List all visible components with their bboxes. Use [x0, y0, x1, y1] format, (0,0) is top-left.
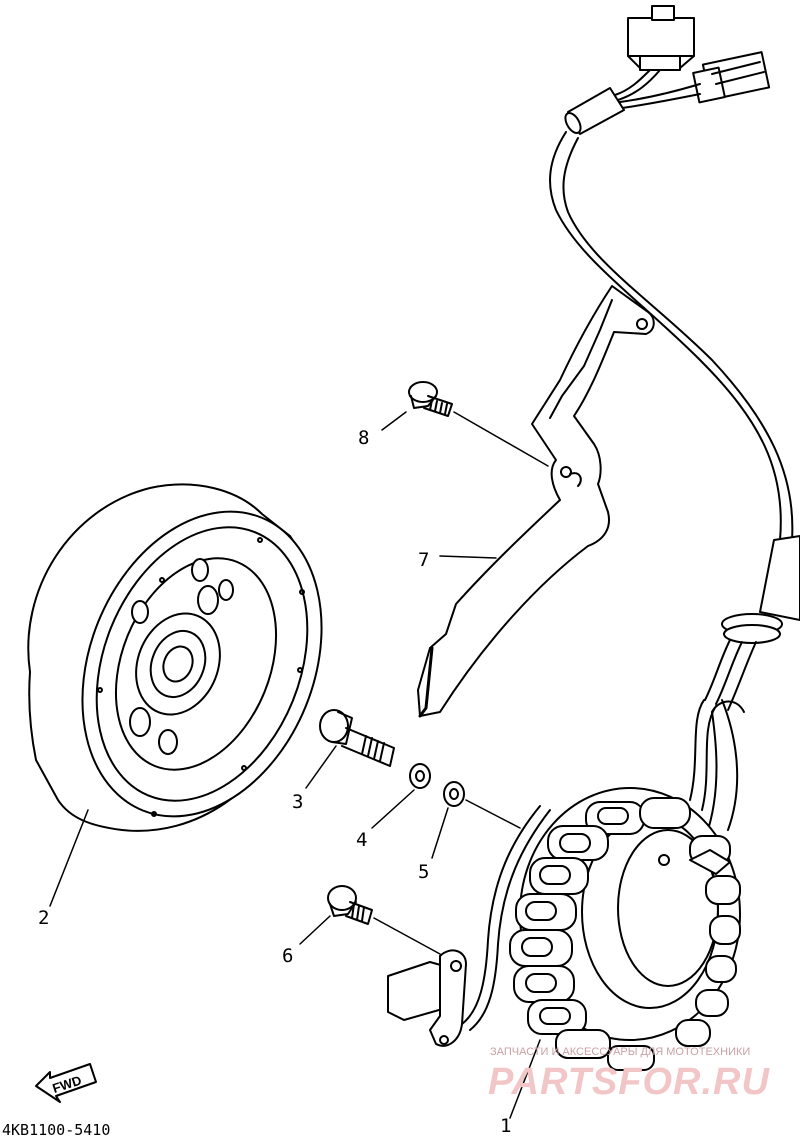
part-1-stator-assembly [387, 787, 741, 1119]
label-part-8: 8 [358, 427, 369, 449]
label-part-2: 2 [38, 907, 49, 929]
part-2-flywheel-rotor [27, 483, 323, 907]
fwd-arrow-icon [35, 1063, 97, 1103]
diagram-code: 4KB1100-5410 [2, 1121, 110, 1138]
part-4-washer [371, 763, 431, 829]
label-part-7: 7 [418, 549, 429, 571]
label-part-4: 4 [356, 829, 367, 851]
watermark: ЗАПЧАСТИ И АКСЕССУАРЫ ДЛЯ МОТОТЕХНИКИ PA… [488, 1046, 770, 1103]
coupler-lower [692, 51, 771, 104]
wire-harness [549, 5, 800, 837]
label-part-1: 1 [500, 1115, 511, 1137]
part-7-cable-guide [417, 285, 655, 718]
part-6-screw [299, 885, 441, 955]
label-part-5: 5 [418, 861, 429, 883]
part-number-labels: 1 2 3 4 5 6 7 8 [38, 427, 511, 1137]
part-8-screw [381, 381, 549, 467]
label-part-3: 3 [292, 791, 303, 813]
label-part-6: 6 [282, 945, 293, 967]
part-5-washer [431, 781, 521, 859]
coupler-top [627, 5, 695, 71]
watermark-tagline: ЗАПЧАСТИ И АКСЕССУАРЫ ДЛЯ МОТОТЕХНИКИ [490, 1046, 750, 1058]
watermark-brand-logo: PARTSFOR.RU [488, 1061, 770, 1103]
part-3-bolt [305, 709, 395, 789]
